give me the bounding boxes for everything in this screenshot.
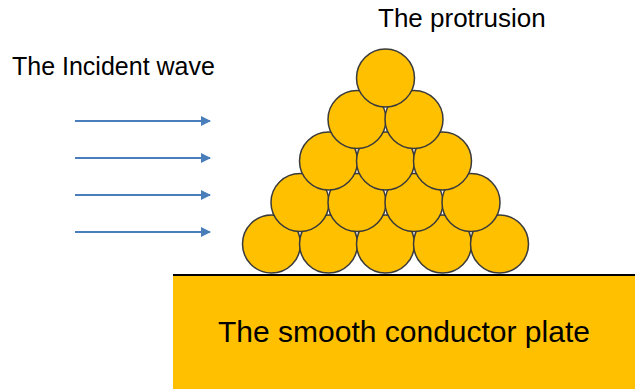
wave-arrows [75,121,210,232]
conductor-plate: The smooth conductor plate [173,274,635,389]
sphere [357,49,415,107]
protrusion-spheres [243,49,529,273]
protrusion-label: The protrusion [378,4,546,34]
plate-label: The smooth conductor plate [218,315,590,350]
wave-label: The Incident wave [12,52,215,81]
